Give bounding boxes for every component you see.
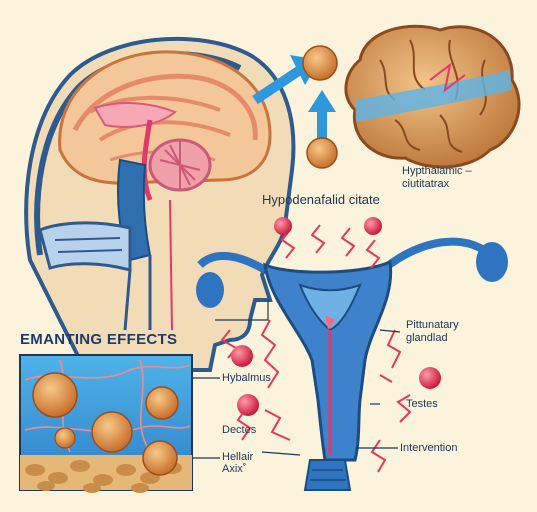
label-hypothalamic: Hypthalamic – ciutitatrax	[402, 165, 532, 191]
label-hybalmus: Hybalmus	[222, 372, 271, 384]
airway	[38, 199, 173, 331]
label-pittunatary: Pittunatary glandlad	[406, 319, 459, 345]
brain-illustration	[344, 24, 521, 169]
sagittal-brain	[58, 50, 272, 262]
section-title: EMANTING EFFECTS	[20, 331, 178, 348]
hormone-ball-top	[302, 45, 338, 81]
label-dectes: Dectes	[222, 424, 257, 436]
label-hellair: Hellair Axix˚	[222, 451, 253, 475]
label-hypothalamic-text: Hypthalamic – ciutitatrax	[402, 165, 472, 190]
red-hormone-balls	[231, 217, 441, 416]
hormone-ball-mid	[306, 137, 338, 169]
label-hypodenafalid: Hypodenafalid citate	[262, 192, 380, 207]
label-testes: Testes	[406, 398, 438, 410]
label-hellair-text: Hellair Axix˚	[222, 451, 254, 475]
label-intervention: Intervention	[400, 442, 458, 454]
signal-squiggles	[220, 224, 412, 473]
inset-cell-panel	[19, 354, 193, 493]
reproductive-organ	[196, 237, 508, 491]
label-pittunatary-text: Pittunatary glandlad	[406, 319, 459, 344]
